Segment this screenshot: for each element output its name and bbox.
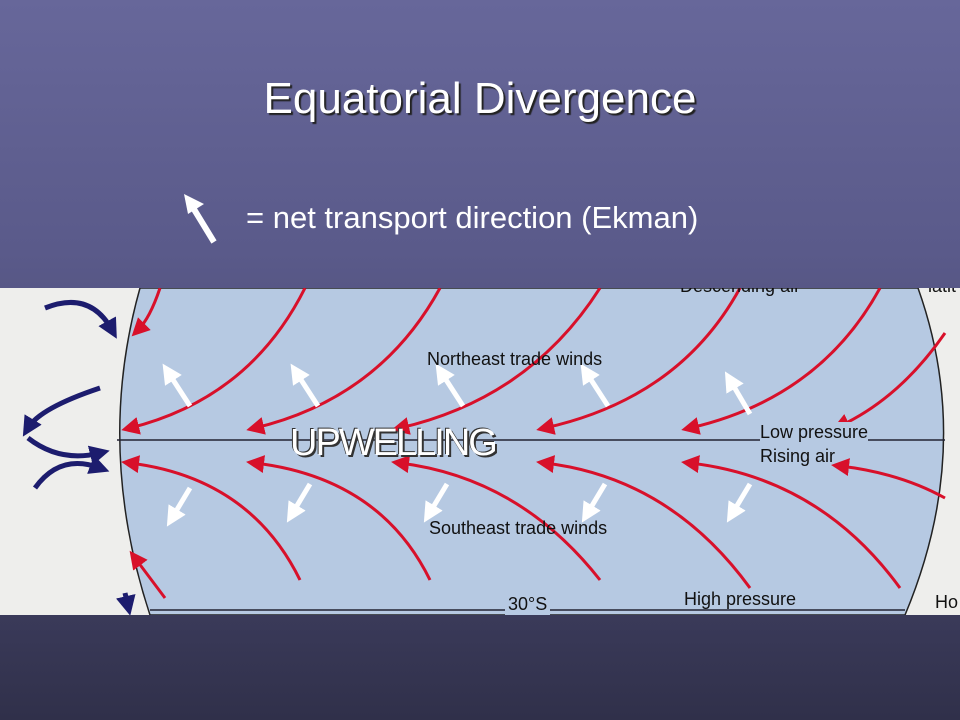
globe xyxy=(119,288,945,615)
trade-winds-diagram: Descending air latit Northeast trade win… xyxy=(0,288,960,615)
label-30s: 30°S xyxy=(505,594,551,615)
ekman-transport-arrows-south xyxy=(166,482,753,527)
transport-arrow-icon xyxy=(184,194,217,244)
legend: = net transport direction (Ekman) xyxy=(180,190,698,246)
ekman-transport-arrows-north xyxy=(162,363,753,416)
diagram-graphic xyxy=(22,288,947,615)
label-descending-air: Descending air xyxy=(680,288,800,297)
label-latitude: latit xyxy=(928,288,956,297)
upwelling-label: UPWELLING xyxy=(290,422,498,464)
slide-title: Equatorial Divergence xyxy=(263,74,697,123)
southeast-trade-wind-arrows xyxy=(121,455,946,599)
label-high-pressure: High pressure xyxy=(684,589,797,609)
label-southeast-trade-winds: Southeast trade winds xyxy=(429,518,608,538)
label-low-pressure: Low pressure xyxy=(760,422,869,443)
label-ho: Ho xyxy=(935,592,959,612)
label-northeast-trade-winds: Northeast trade winds xyxy=(427,349,603,369)
circulation-cell-arrows xyxy=(22,299,136,615)
legend-text: = net transport direction (Ekman) xyxy=(246,200,699,235)
northeast-trade-wind-arrows xyxy=(121,288,947,435)
label-rising-air: Rising air xyxy=(760,446,836,466)
